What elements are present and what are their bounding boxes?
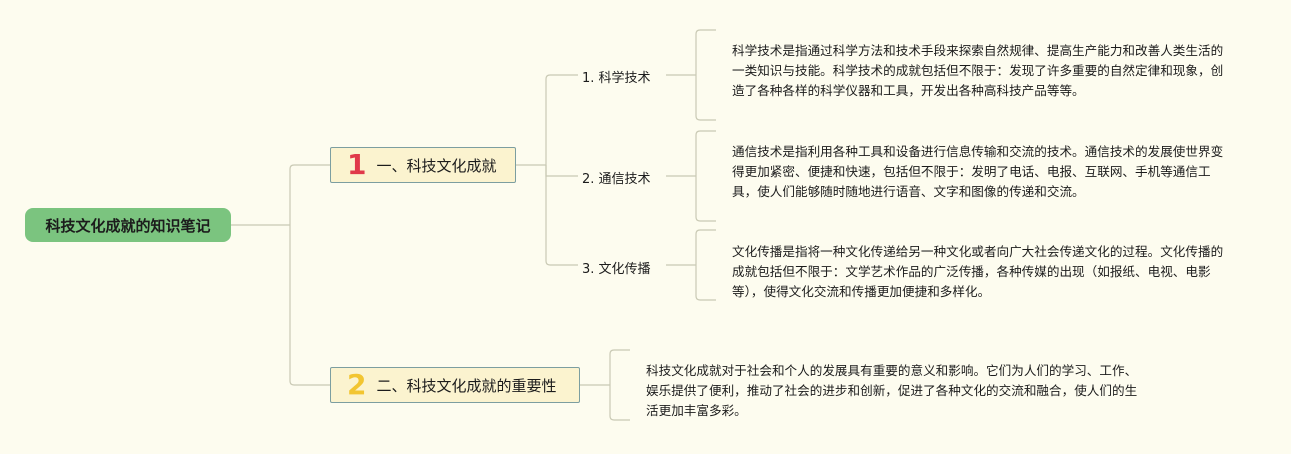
branch-node-1[interactable]: 1 一、科技文化成就 xyxy=(330,147,516,183)
leaf-label: 3. 文化传播 xyxy=(582,262,651,277)
detail-text-science: 科学技术是指通过科学方法和技术手段来探索自然规律、提高生产能力和改善人类生活的一… xyxy=(732,43,1224,98)
branch-number-1-badge: 1 xyxy=(347,148,367,181)
connector-branch-1-leaf-2 xyxy=(545,165,578,177)
leaf-node-communication[interactable]: 2. 通信技术 xyxy=(582,168,651,187)
leaf-node-culture[interactable]: 3. 文化传播 xyxy=(582,258,651,277)
connector-leaf-1-detail xyxy=(695,29,716,121)
detail-text-importance: 科技文化成就对于社会和个人的发展具有重要的意义和影响。它们为人们的学习、工作、娱… xyxy=(646,363,1138,418)
detail-text-culture: 文化传播是指将一种文化传递给另一种文化或者向广大社会传递文化的过程。文化传播的成… xyxy=(732,244,1224,299)
connector-branch-1-leaf-1 xyxy=(545,74,578,165)
connector-leaf-2-detail xyxy=(695,130,716,222)
branch-label-2: 二、科技文化成就的重要性 xyxy=(376,376,557,395)
connector-root-branch-2 xyxy=(289,225,330,386)
root-node[interactable]: 科技文化成就的知识笔记 xyxy=(25,208,231,242)
branch-label-1: 一、科技文化成就 xyxy=(376,156,497,175)
branch-node-2[interactable]: 2 二、科技文化成就的重要性 xyxy=(330,367,580,403)
leaf-label: 1. 科学技术 xyxy=(582,71,651,86)
connector-leaf-3-detail xyxy=(695,229,716,301)
connector-root-branch-1 xyxy=(289,164,330,225)
connector-branch-1-leaf-3 xyxy=(545,165,578,266)
detail-text-communication: 通信技术是指利用各种工具和设备进行信息传输和交流的技术。通信技术的发展使世界变得… xyxy=(732,144,1224,199)
leaf-label: 2. 通信技术 xyxy=(582,172,651,187)
connector-branch-2-detail xyxy=(609,349,630,421)
branch-number-2-badge: 2 xyxy=(347,368,367,401)
leaf-node-science[interactable]: 1. 科学技术 xyxy=(582,67,651,86)
root-label: 科技文化成就的知识笔记 xyxy=(45,216,211,235)
